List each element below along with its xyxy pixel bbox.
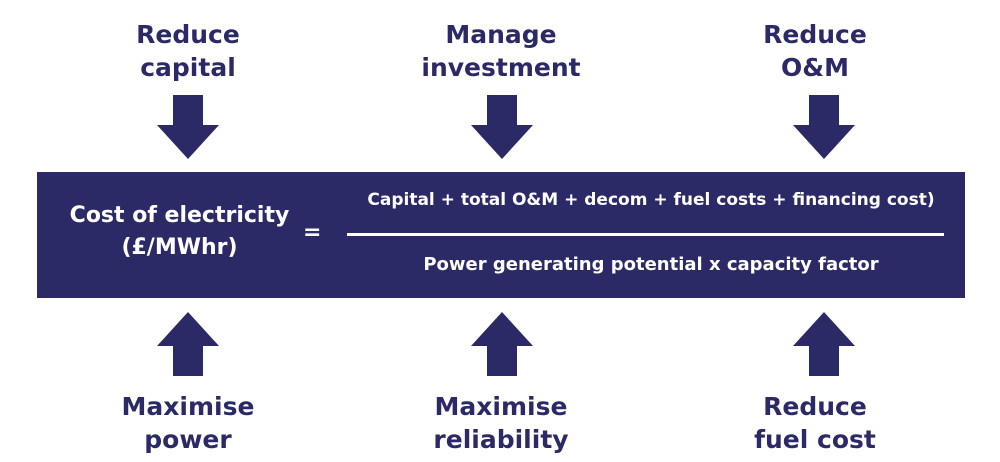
arrow-down-icon	[471, 95, 533, 159]
arrow-up-icon	[793, 312, 855, 376]
arrow-up-icon	[157, 312, 219, 376]
arrow-up-icon	[471, 312, 533, 376]
fraction-bar	[347, 233, 944, 236]
top-label-reduce-capital: Reduce capital	[136, 20, 240, 82]
equation-banner: Cost of electricity (£/MWhr) = Capital +…	[37, 172, 965, 298]
bottom-label-maximise-reliability: Maximise reliability	[433, 392, 569, 454]
bottom-label-maximise-power: Maximise power	[121, 392, 255, 454]
equals-sign: =	[303, 220, 322, 245]
bottom-label-reduce-fuel-cost: Reduce fuel cost	[754, 392, 876, 454]
equation-numerator: Capital + total O&M + decom + fuel costs…	[367, 190, 935, 210]
top-label-manage-investment: Manage investment	[421, 20, 581, 82]
top-label-reduce-om: Reduce O&M	[763, 20, 867, 82]
equation-denominator: Power generating potential x capacity fa…	[423, 254, 879, 275]
arrow-down-icon	[793, 95, 855, 159]
arrow-down-icon	[157, 95, 219, 159]
cost-of-electricity-label: Cost of electricity (£/MWhr)	[69, 203, 290, 260]
